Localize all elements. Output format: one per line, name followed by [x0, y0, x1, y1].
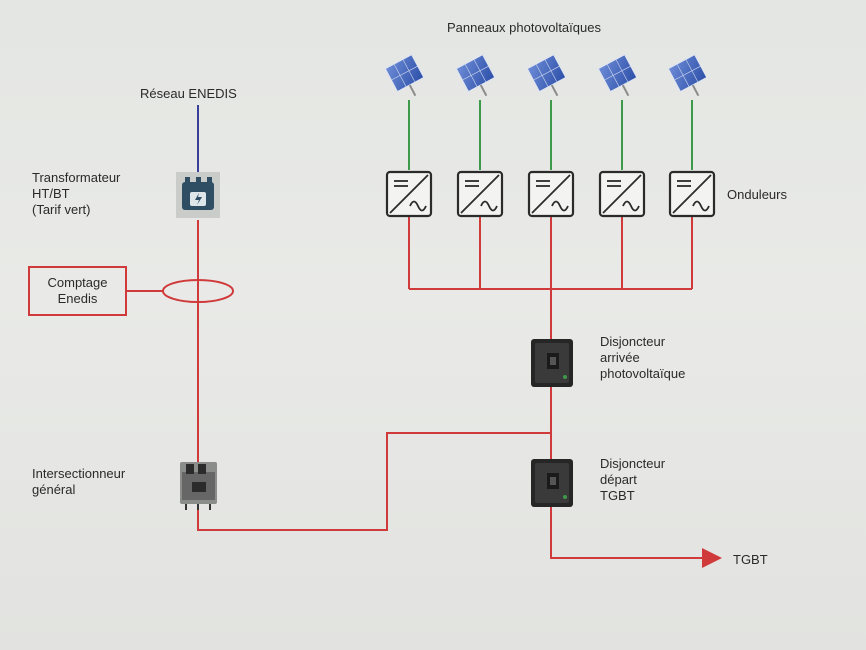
breaker-tgbt-label-line2: départ — [600, 472, 637, 487]
solar-panel-icon — [597, 53, 638, 97]
grid-label: Réseau ENEDIS — [140, 86, 237, 101]
solar-panel-icon — [526, 53, 567, 97]
breaker-pv-icon — [531, 339, 573, 387]
tgbt-feed-line — [550, 505, 722, 568]
breaker-pv-label-line3: photovoltaïque — [600, 366, 686, 381]
metering-label-line1: Comptage — [47, 275, 108, 290]
pv-strings — [384, 53, 716, 289]
main-feed-line — [197, 432, 551, 531]
solar-panel-icon — [384, 53, 425, 97]
breaker-pv-label-line2: arrivée — [600, 350, 640, 365]
inverter-icon — [668, 170, 716, 218]
breaker-pv-label-line1: Disjoncteur — [600, 334, 666, 349]
transformer-label-line3: (Tarif vert) — [32, 202, 91, 217]
transformer-label-line1: Transformateur — [32, 170, 121, 185]
main-switch-icon — [180, 462, 217, 510]
solar-panel-icon — [455, 53, 496, 97]
tgbt-label: TGBT — [733, 552, 768, 567]
breaker-tgbt-label: Disjoncteur départ TGBT — [600, 456, 665, 504]
breaker-tgbt-icon — [531, 459, 573, 507]
breaker-pv-label: Disjoncteur arrivée photovoltaïque — [600, 334, 685, 382]
main-switch-label-line2: général — [32, 482, 76, 497]
inverters-label: Onduleurs — [727, 187, 787, 202]
breaker-tgbt-label-line3: TGBT — [600, 488, 635, 503]
transformer-icon — [176, 172, 220, 218]
metering-box: Comptage Enedis — [28, 266, 127, 316]
metering-label-line2: Enedis — [57, 291, 98, 306]
breaker-tgbt-label-line1: Disjoncteur — [600, 456, 666, 471]
inverter-icon — [385, 170, 433, 218]
transformer-label: Transformateur HT/BT (Tarif vert) — [32, 170, 120, 218]
inverter-icon — [598, 170, 646, 218]
inverter-icon — [456, 170, 504, 218]
solar-panel-icon — [667, 53, 708, 97]
main-switch-label-line1: Intersectionneur — [32, 466, 126, 481]
panels-title: Panneaux photovoltaïques — [447, 20, 601, 35]
inverter-icon — [527, 170, 575, 218]
main-switch-label: Intersectionneur général — [32, 466, 125, 498]
transformer-label-line2: HT/BT — [32, 186, 70, 201]
